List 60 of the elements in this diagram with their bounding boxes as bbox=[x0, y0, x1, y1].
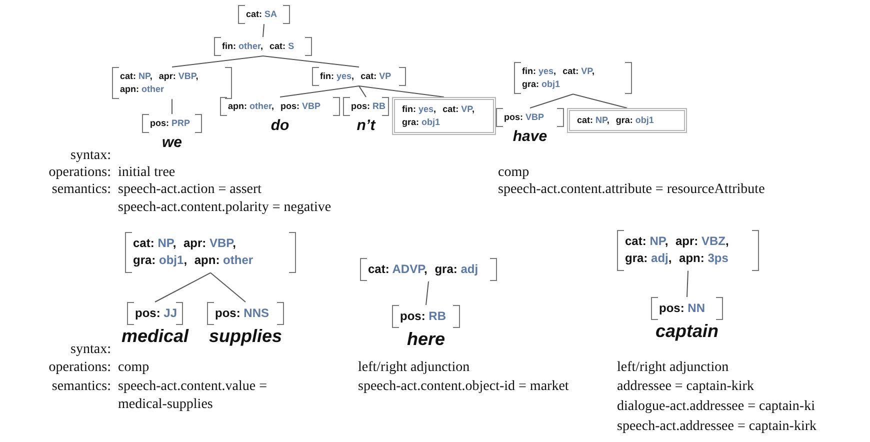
tree-branch-line bbox=[262, 56, 360, 68]
feature-text: cat: NP, apr: VBZ, gra: adj, apn: 3ps bbox=[625, 233, 730, 268]
word-label: n’t bbox=[356, 117, 376, 134]
tree-branch-line bbox=[154, 272, 211, 302]
feature-text: pos: NN bbox=[659, 300, 706, 317]
word-label: here bbox=[406, 329, 446, 350]
tree-branch-line bbox=[172, 56, 264, 68]
tree-branch-line bbox=[358, 86, 366, 98]
row-heading: operations: bbox=[48, 164, 111, 182]
feature-text: cat: ADVP, gra: adj bbox=[368, 261, 480, 278]
feature-text: pos: RB bbox=[400, 308, 448, 325]
row-heading: operations: bbox=[48, 359, 111, 377]
annotation-text: speech-act.content.object-id = market bbox=[358, 378, 570, 396]
annotation-text: speech-act.addressee = captain-kirk bbox=[617, 418, 817, 436]
feature-text: apn: other, pos: VBP bbox=[228, 100, 322, 113]
feature-text: cat: NP, gra: obj1 bbox=[577, 114, 655, 127]
row-heading: semantics: bbox=[50, 378, 111, 396]
tree-branch-line bbox=[686, 270, 688, 298]
annotation-text: speech-act.content.value = medical-supplies bbox=[118, 378, 268, 414]
feature-text: fin: yes, cat: VP, gra: obj1 bbox=[522, 65, 596, 92]
annotation-text: dialogue-act.addressee = captain-ki bbox=[617, 398, 815, 416]
tree-branch-line bbox=[358, 86, 444, 98]
annotation-text: comp bbox=[118, 359, 150, 377]
annotation-text: speech-act.content.attribute = resourceAttribute bbox=[498, 181, 765, 199]
tree-branch-line bbox=[530, 94, 574, 108]
tree-branch-line bbox=[280, 86, 360, 98]
word-label: we bbox=[162, 134, 182, 152]
substitution-node-box bbox=[567, 108, 687, 134]
row-heading: semantics: bbox=[50, 181, 111, 199]
row-heading: syntax: bbox=[70, 147, 111, 165]
feature-text: pos: VBP bbox=[504, 111, 546, 124]
feature-text: fin: other, cat: S bbox=[222, 40, 296, 53]
feature-text: cat: NP, apr: VBP, gra: obj1, apn: other bbox=[133, 235, 254, 270]
word-label: have bbox=[512, 128, 548, 146]
annotation-text: left/right adjunction bbox=[617, 359, 729, 377]
word-label: medical bbox=[121, 326, 189, 348]
tree-branch-line bbox=[210, 272, 246, 302]
annotation-text: left/right adjunction bbox=[358, 359, 470, 377]
word-label: captain bbox=[655, 321, 719, 342]
word-label: supplies bbox=[208, 326, 282, 348]
feature-text: fin: yes, cat: VP, gra: obj1 bbox=[402, 103, 476, 130]
feature-text: pos: NNS bbox=[215, 305, 270, 322]
word-label: do bbox=[270, 117, 290, 134]
substitution-node-box bbox=[392, 97, 496, 136]
annotation-text: speech-act.action = assert bbox=[118, 181, 262, 199]
feature-text: pos: JJ bbox=[135, 305, 175, 322]
feature-text: fin: yes, cat: VP bbox=[320, 70, 392, 83]
feature-text: cat: NP, apr: VBP, apn: other bbox=[120, 70, 200, 96]
feature-structure-box bbox=[214, 37, 312, 56]
feature-text: cat: SA bbox=[246, 8, 278, 21]
annotation-text: comp bbox=[498, 164, 530, 182]
annotation-text: speech-act.content.polarity = negative bbox=[118, 199, 332, 217]
annotation-text: addressee = captain-kirk bbox=[617, 378, 754, 396]
row-heading: syntax: bbox=[70, 341, 111, 359]
feature-structure-box bbox=[312, 67, 406, 86]
tree-branch-line bbox=[426, 280, 429, 306]
tree-branch-line bbox=[572, 94, 628, 108]
annotation-text: initial tree bbox=[118, 164, 176, 182]
feature-text: pos: PRP bbox=[150, 117, 192, 130]
tree-branch-line bbox=[262, 24, 264, 38]
